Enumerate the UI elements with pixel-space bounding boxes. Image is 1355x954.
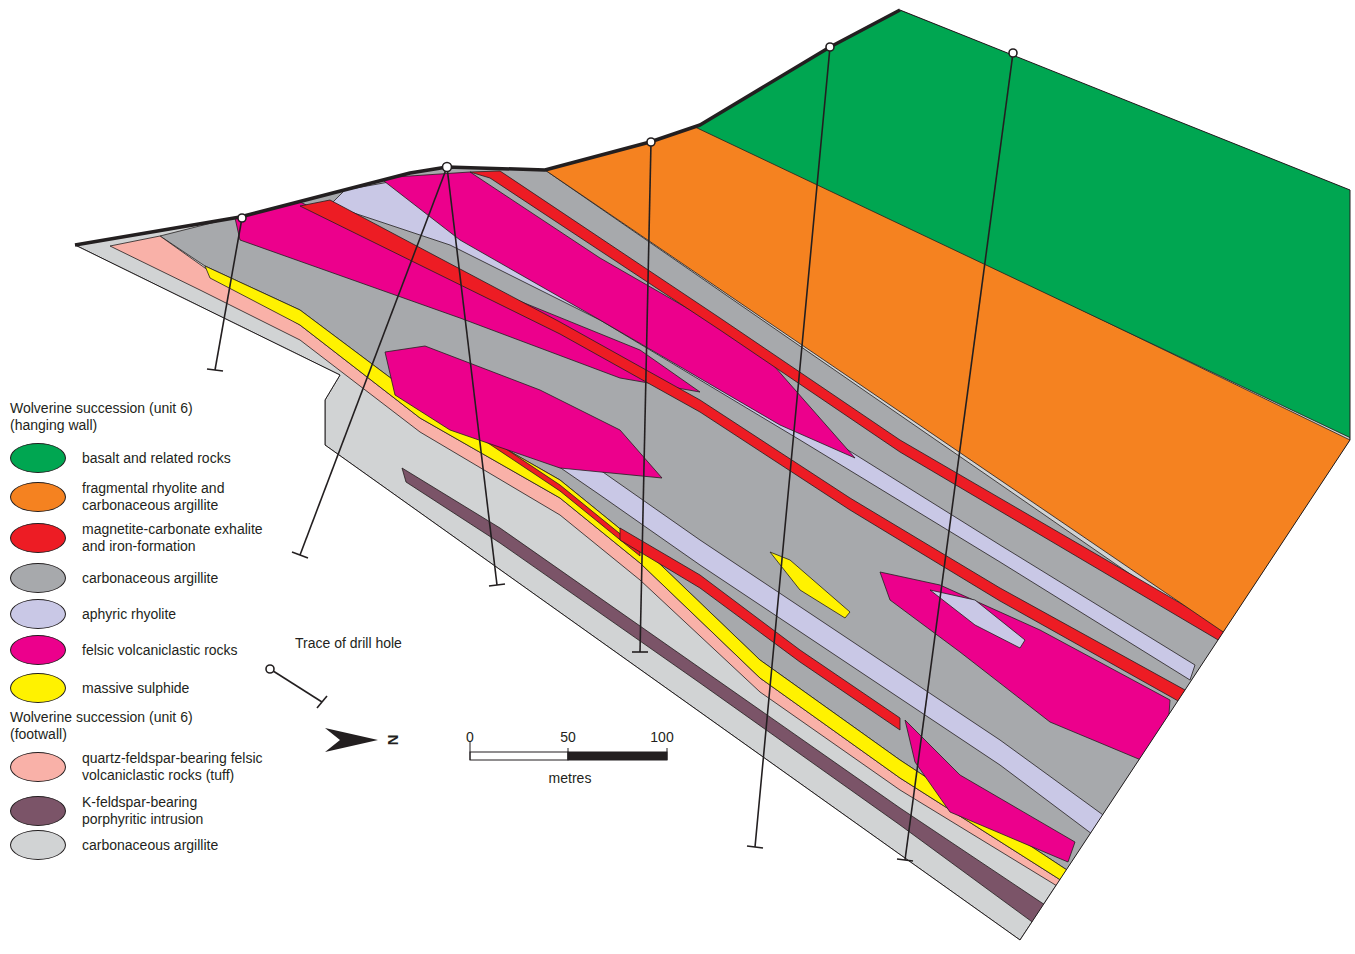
legend-swatch <box>10 830 66 860</box>
legend-text: carbonaceous argillite <box>82 837 218 854</box>
scale-bar <box>470 742 667 760</box>
legend-swatch <box>10 482 66 512</box>
section-part <box>207 369 223 371</box>
section-part <box>266 665 274 673</box>
section-part <box>470 752 568 760</box>
section-part <box>826 43 834 51</box>
legend-swatch <box>10 796 66 826</box>
section-part <box>905 53 1013 860</box>
section-part <box>75 10 1355 940</box>
section-part <box>747 846 763 848</box>
section-part <box>489 584 505 586</box>
scale-unit: metres <box>549 770 592 787</box>
legend-swatch <box>10 443 66 473</box>
rock-unit <box>620 528 900 730</box>
north-arrow <box>325 728 378 752</box>
legend-text: quartz-feldspar-bearing felsic volcanicl… <box>82 750 277 784</box>
legend-text: aphyric rhyolite <box>82 606 176 623</box>
legend-swatch <box>10 752 66 782</box>
section-part <box>897 859 913 861</box>
legend-swatch <box>10 523 66 553</box>
section-part <box>238 214 246 222</box>
section-part <box>207 43 1017 861</box>
legend-heading: Wolverine succession (unit 6) (hanging w… <box>10 400 225 434</box>
section-part <box>640 142 651 652</box>
rock-unit <box>930 590 1025 648</box>
legend-swatch <box>10 599 66 629</box>
section-part <box>443 163 452 172</box>
rock-unit <box>75 10 1350 940</box>
section-part <box>447 167 497 585</box>
north-label: N <box>385 735 402 746</box>
section-part <box>755 47 830 847</box>
legend-text: basalt and related rocks <box>82 450 231 467</box>
legend-text: K-feldspar-bearing porphyritic intrusion <box>82 794 252 828</box>
legend-text: carbonaceous argillite <box>82 570 218 587</box>
section-part <box>647 138 655 146</box>
scale-number: 50 <box>560 729 576 746</box>
rock-unit <box>695 10 1355 440</box>
section-part <box>568 752 667 760</box>
section-part <box>75 10 900 245</box>
legend-text: fragmental rhyolite and carbonaceous arg… <box>82 480 272 514</box>
section-part <box>568 748 569 760</box>
legend-swatch <box>10 673 66 703</box>
legend-swatch <box>10 635 66 665</box>
section-part <box>270 669 322 702</box>
drill-hole-symbol <box>266 665 327 708</box>
section-part <box>215 218 242 370</box>
legend-text: massive sulphide <box>82 680 189 697</box>
section-part <box>317 696 327 708</box>
legend-text: magnetite-carbonate exhalite and iron-fo… <box>82 521 272 555</box>
legend-text: felsic volcaniclastic rocks <box>82 642 238 659</box>
legend-heading: Wolverine succession (unit 6) (footwall) <box>10 709 225 743</box>
section-part <box>470 742 471 760</box>
scale-number: 100 <box>650 729 673 746</box>
legend-text: Trace of drill hole <box>295 635 402 652</box>
rock-unit <box>905 720 1075 862</box>
scale-number: 0 <box>466 729 474 746</box>
legend-swatch <box>10 563 66 593</box>
section-part <box>292 552 308 558</box>
section-part <box>632 651 648 653</box>
section-part <box>300 167 447 555</box>
section-part <box>1009 49 1017 57</box>
section-part <box>667 748 668 760</box>
